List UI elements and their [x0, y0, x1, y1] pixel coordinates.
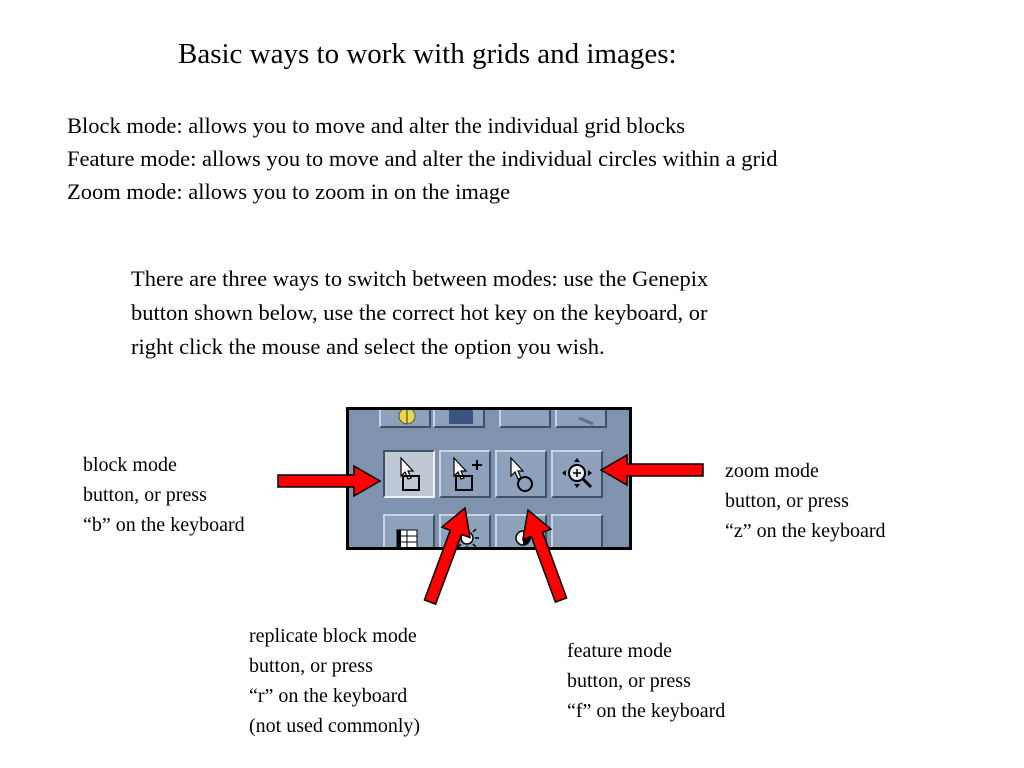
page-title: Basic ways to work with grids and images… — [178, 38, 677, 70]
genepix-toolbar — [346, 407, 632, 550]
top-row-button[interactable] — [555, 410, 607, 428]
zoom-mode-callout: zoom mode button, or press “z” on the ke… — [725, 456, 885, 546]
dot-icon — [553, 516, 605, 547]
paragraph-line: button shown below, use the correct hot … — [131, 300, 708, 325]
yellow-marker-icon — [398, 410, 416, 425]
brightness-icon — [455, 526, 479, 547]
callout-line: feature mode — [567, 640, 672, 662]
paragraph-line: right click the mouse and select the opt… — [131, 334, 605, 359]
block-shape-icon — [449, 410, 473, 424]
callout-line: (not used commonly) — [249, 715, 421, 737]
toolbar-panel — [349, 410, 629, 547]
zoom-mode-button[interactable] — [551, 450, 603, 498]
feature-mode-callout: feature mode button, or press “f” on the… — [567, 636, 725, 726]
bottom-row-button[interactable] — [551, 514, 603, 547]
block-mode-callout: block mode button, or press “b” on the k… — [83, 450, 245, 540]
zoom-mode-description: Zoom mode: allows you to zoom in on the … — [67, 179, 511, 204]
callout-line: zoom mode — [725, 460, 819, 482]
feature-mode-button[interactable] — [495, 450, 547, 498]
callout-line: “r” on the keyboard — [249, 685, 408, 707]
callout-line: button, or press — [83, 484, 207, 506]
callout-line: “f” on the keyboard — [567, 700, 726, 722]
block-mode-icon — [400, 456, 420, 491]
switch-modes-paragraph: There are three ways to switch between m… — [131, 262, 708, 364]
callout-line: replicate block mode — [249, 625, 417, 647]
contrast-icon — [515, 530, 531, 546]
callout-line: button, or press — [249, 655, 373, 677]
top-row-button[interactable] — [379, 410, 431, 428]
grid-table-icon — [396, 529, 418, 547]
callout-line: button, or press — [725, 490, 849, 512]
block-mode-description: Block mode: allows you to move and alter… — [67, 113, 686, 138]
tool-icon — [578, 416, 594, 426]
block-mode-button[interactable] — [383, 450, 435, 498]
callout-line: “z” on the keyboard — [725, 520, 886, 542]
replicate-block-mode-button[interactable] — [439, 450, 491, 498]
bottom-row-button[interactable] — [495, 514, 547, 547]
top-row-button[interactable] — [433, 410, 485, 428]
mode-descriptions: Block mode: allows you to move and alter… — [67, 109, 777, 208]
callout-line: block mode — [83, 454, 177, 476]
feature-mode-description: Feature mode: allows you to move and alt… — [67, 146, 778, 171]
bottom-row-button[interactable] — [383, 514, 435, 547]
top-row-button[interactable] — [499, 410, 551, 428]
replicate-block-mode-callout: replicate block mode button, or press “r… — [249, 621, 420, 741]
replicate-block-icon — [453, 456, 482, 491]
feature-mode-icon — [510, 456, 533, 492]
callout-line: button, or press — [567, 670, 691, 692]
zoom-mode-icon — [562, 458, 593, 489]
bottom-row-button[interactable] — [439, 514, 491, 547]
callout-line: “b” on the keyboard — [83, 514, 245, 536]
paragraph-line: There are three ways to switch between m… — [131, 266, 709, 291]
